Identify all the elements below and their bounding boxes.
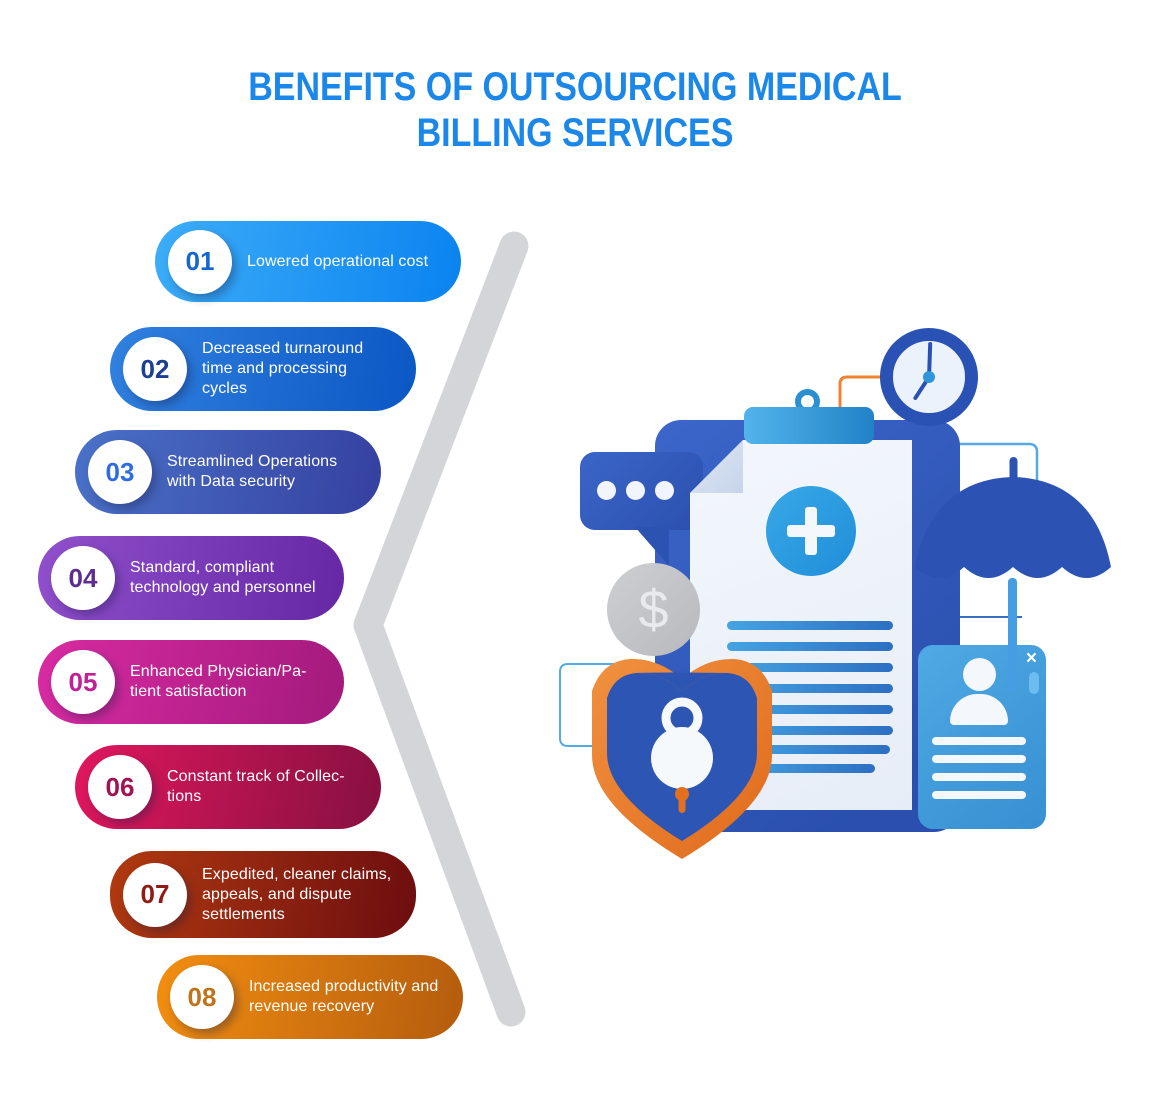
id-card-icon: ×	[918, 645, 1046, 829]
page-title: BENEFITS OF OUTSOURCING MEDICAL BILLING …	[86, 64, 1064, 156]
medical-cross-icon	[766, 486, 856, 576]
dollar-sign: $	[638, 579, 669, 640]
benefit-number-badge: 01	[168, 229, 232, 294]
document-text-line	[727, 745, 890, 754]
benefit-number: 03	[105, 456, 135, 487]
chat-dot	[597, 481, 616, 500]
cross-bar	[805, 507, 817, 555]
connector-orange-line	[838, 375, 902, 416]
benefit-number: 05	[68, 666, 98, 697]
document-text-line	[727, 726, 893, 735]
benefit-pill-01: 01 Lowered operational cost	[155, 221, 461, 302]
benefit-number: 08	[187, 981, 217, 1012]
document-text-line	[727, 621, 893, 630]
chevron-line	[353, 231, 529, 1027]
benefit-number-badge: 07	[123, 862, 187, 927]
card-text-line	[932, 737, 1026, 745]
benefit-number: 02	[140, 353, 170, 384]
benefit-number-badge: 04	[51, 546, 115, 610]
person-avatar-head	[963, 658, 996, 691]
document-text-line	[727, 684, 893, 693]
benefit-number-badge: 02	[123, 337, 187, 401]
benefit-pill-07: 07 Expedited, cleaner claims,appeals, and…	[110, 851, 416, 938]
umbrella-pole	[1008, 578, 1017, 692]
chat-dot	[626, 481, 645, 500]
benefit-number-badge: 03	[88, 440, 152, 504]
clock-icon	[880, 328, 978, 426]
benefit-number: 06	[105, 771, 135, 802]
umbrella-spike	[1009, 457, 1018, 483]
connector-shield-outline	[559, 663, 640, 747]
document-text-line	[727, 663, 893, 672]
document-text-line	[727, 705, 893, 714]
chat-dot	[655, 481, 674, 500]
page-title-line-1: BENEFITS OF OUTSOURCING MEDICAL	[248, 65, 902, 109]
benefit-label: Constant track of Collec-tions	[167, 768, 345, 805]
umbrella-pole-clip	[1029, 672, 1039, 694]
page-title-line-2: BILLING SERVICES	[416, 111, 734, 155]
umbrella-icon	[915, 457, 1111, 578]
person-avatar-body	[950, 694, 1008, 725]
benefit-number: 04	[68, 562, 98, 593]
security-shield-lock-icon	[592, 658, 772, 859]
close-icon: ×	[1025, 648, 1037, 669]
card-text-line	[932, 755, 1026, 763]
benefit-number-badge: 05	[51, 650, 115, 714]
connector-blue-line	[958, 442, 1039, 512]
benefit-label: Lowered operational cost	[247, 252, 429, 270]
benefit-number-badge: 06	[88, 755, 152, 819]
padlock-keyhole	[675, 787, 689, 801]
document-text-line	[727, 642, 893, 651]
benefit-label: Enhanced Physician/Pa-tient satisfaction	[130, 663, 307, 700]
benefit-number: 01	[185, 246, 215, 276]
clock-center-dot	[923, 371, 935, 383]
card-text-line	[932, 791, 1026, 799]
clipboard-clip	[744, 407, 874, 444]
chat-bubble-icon	[580, 452, 703, 530]
benefit-label: Expedited, cleaner claims,appeals, and d…	[202, 865, 392, 923]
dollar-coin-icon: $	[607, 563, 700, 656]
card-text-line	[932, 773, 1026, 781]
benefit-number: 07	[140, 879, 170, 909]
umbrella-canopy	[915, 477, 1111, 578]
benefit-pill-06: 06 Constant track of Collec-tions	[75, 745, 381, 829]
document-text-line	[727, 764, 875, 773]
benefit-pill-05: 05 Enhanced Physician/Pa-tient satisfacti…	[38, 640, 344, 724]
padlock-body	[651, 727, 713, 789]
padlock-keyhole-stem	[678, 796, 686, 813]
benefit-number-badge: 08	[170, 965, 234, 1029]
